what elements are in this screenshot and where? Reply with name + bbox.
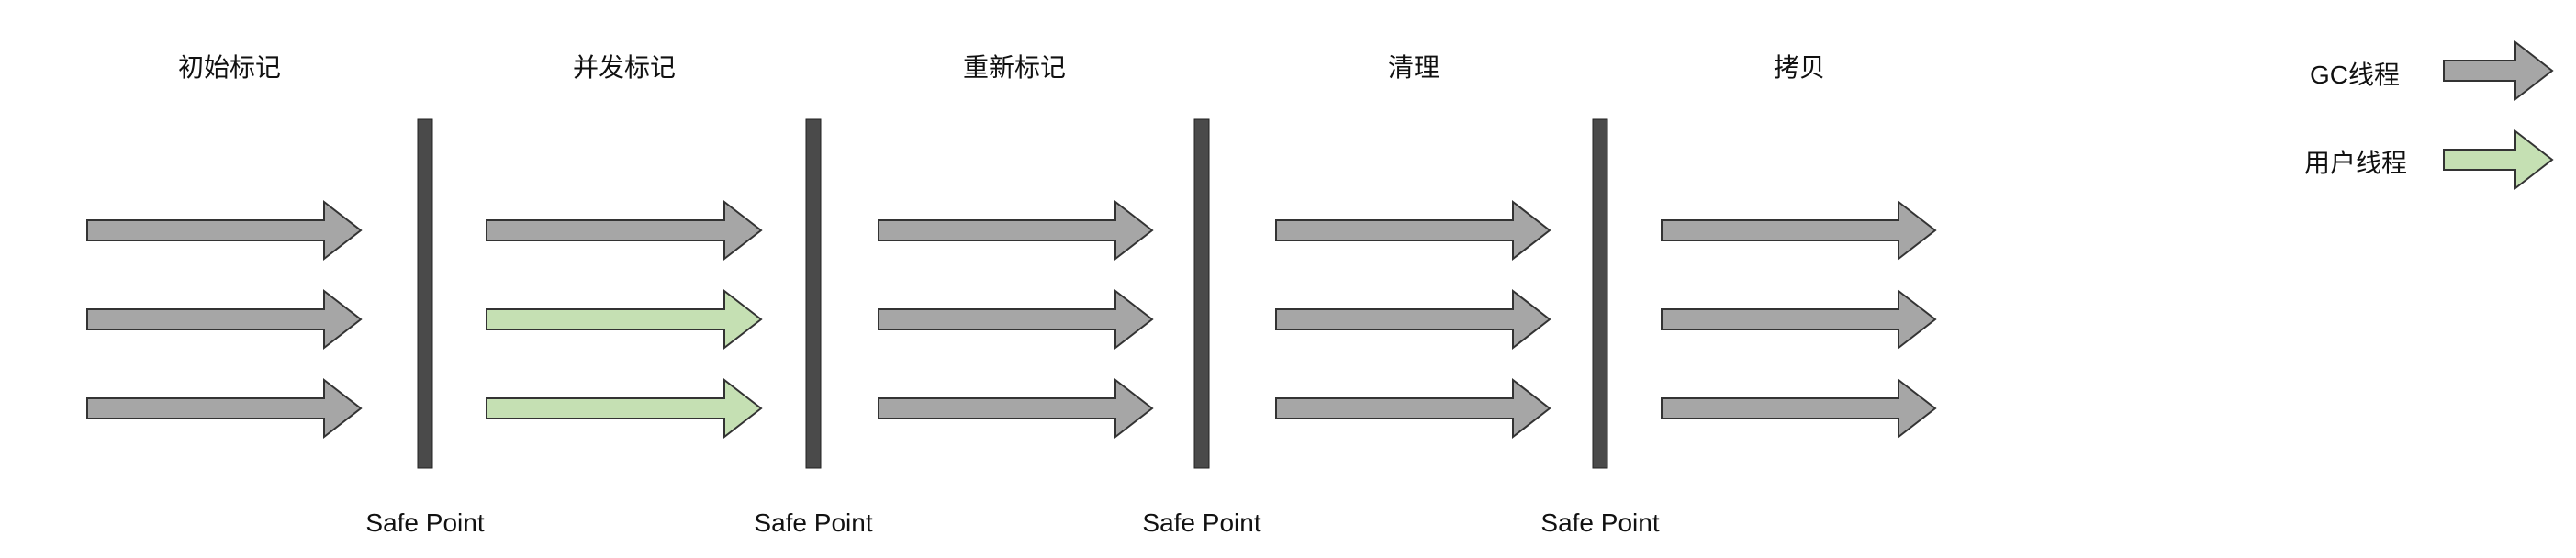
phase-title-initial-mark: 初始标记 (177, 53, 282, 82)
legend-gc-thread-arrow (2443, 39, 2554, 102)
phase-4-gc-thread-arrow-3 (1275, 377, 1551, 440)
safe-point-bar-3 (1193, 118, 1210, 469)
phase-2-user-thread-arrow-2 (486, 288, 763, 351)
safe-point-label-3: Safe Point (1142, 508, 1261, 537)
phase-5-gc-thread-arrow-3 (1661, 377, 1937, 440)
phase-1-gc-thread-arrow-2 (86, 288, 363, 351)
phase-5-gc-thread-arrow-1 (1661, 199, 1937, 262)
phase-3-gc-thread-arrow-1 (878, 199, 1154, 262)
legend-label-gc-thread: GC线程 (2310, 61, 2401, 89)
safe-point-bar-2 (805, 118, 822, 469)
legend-label-user-thread: 用户线程 (2304, 149, 2408, 177)
phase-3-gc-thread-arrow-3 (878, 377, 1154, 440)
safe-point-label-1: Safe Point (365, 508, 485, 537)
phase-2-user-thread-arrow-3 (486, 377, 763, 440)
phase-4-gc-thread-arrow-2 (1275, 288, 1551, 351)
phase-title-remark: 重新标记 (962, 53, 1067, 82)
safe-point-label-2: Safe Point (754, 508, 873, 537)
safe-point-label-4: Safe Point (1540, 508, 1660, 537)
phase-title-cleanup: 清理 (1387, 53, 1440, 82)
phase-1-gc-thread-arrow-1 (86, 199, 363, 262)
phase-1-gc-thread-arrow-3 (86, 377, 363, 440)
phase-4-gc-thread-arrow-1 (1275, 199, 1551, 262)
phase-title-concurrent-mark: 并发标记 (572, 53, 677, 82)
phase-2-gc-thread-arrow-1 (486, 199, 763, 262)
phase-title-copy: 拷贝 (1773, 53, 1826, 82)
phase-3-gc-thread-arrow-2 (878, 288, 1154, 351)
safe-point-bar-1 (417, 118, 433, 469)
legend-user-thread-arrow (2443, 128, 2554, 191)
safe-point-bar-4 (1592, 118, 1608, 469)
phase-5-gc-thread-arrow-2 (1661, 288, 1937, 351)
